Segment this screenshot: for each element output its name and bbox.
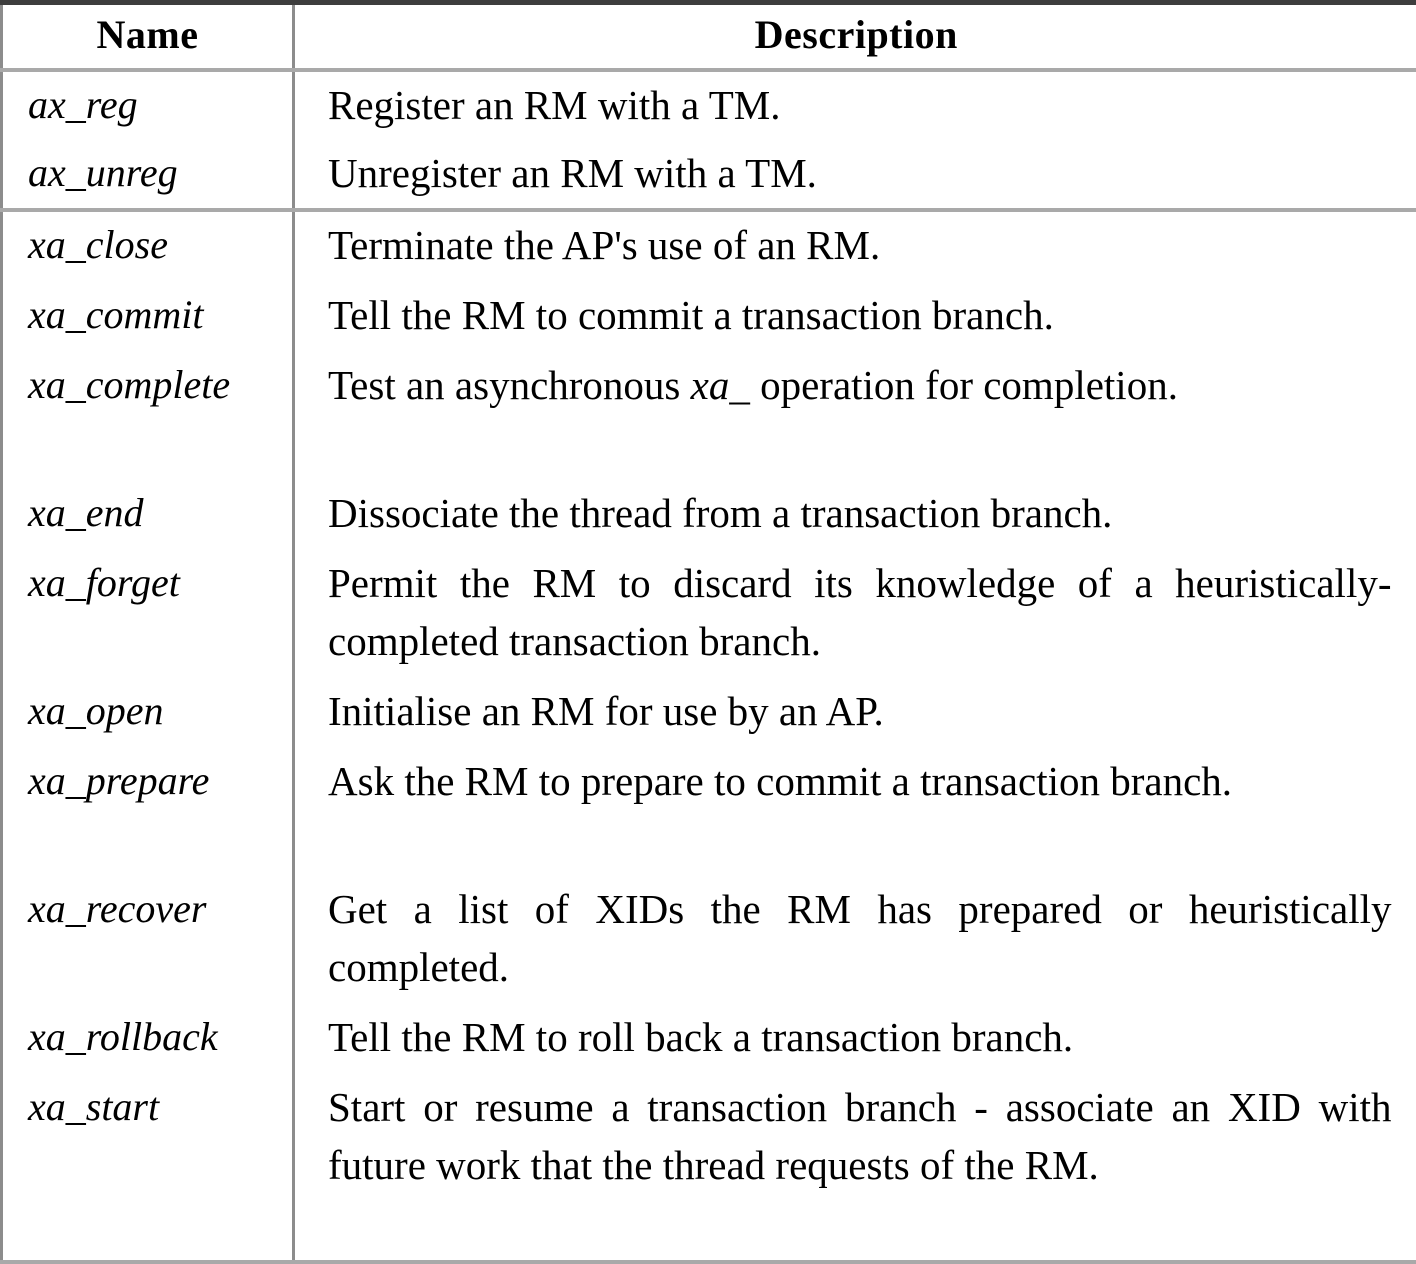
row-description-xa-open: Initialise an RM for use by an AP. [294, 678, 1416, 748]
description-text-italic: xa_ [691, 362, 750, 408]
row-name-xa-forget: xa_forget [2, 550, 294, 678]
row-description-ax-reg: Register an RM with a TM. [294, 70, 1416, 140]
row-description-xa-recover: Get a list of XIDs the RM has prepared o… [294, 876, 1416, 1004]
table-row: xa_open Initialise an RM for use by an A… [2, 678, 1416, 748]
table-row: ax_reg Register an RM with a TM. [2, 70, 1416, 140]
table-row: xa_recover Get a list of XIDs the RM has… [2, 876, 1416, 1004]
row-name-xa-end: xa_end [2, 480, 294, 550]
row-description-ax-unreg: Unregister an RM with a TM. [294, 140, 1416, 210]
row-name-xa-recover: xa_recover [2, 876, 294, 1004]
description-text-pre: Test an asynchronous [328, 362, 691, 408]
row-description-xa-prepare: Ask the RM to prepare to commit a transa… [294, 748, 1416, 876]
table-row: xa_complete Test an asynchronous xa_ ope… [2, 352, 1416, 480]
table-row: ax_unreg Unregister an RM with a TM. [2, 140, 1416, 210]
row-description-xa-commit: Tell the RM to commit a transaction bran… [294, 282, 1416, 352]
row-description-xa-complete: Test an asynchronous xa_ operation for c… [294, 352, 1416, 480]
row-description-xa-start: Start or resume a transaction branch - a… [294, 1074, 1416, 1262]
table-row: xa_prepare Ask the RM to prepare to comm… [2, 748, 1416, 876]
row-description-xa-rollback: Tell the RM to roll back a transaction b… [294, 1004, 1416, 1074]
row-name-ax-reg: ax_reg [2, 70, 294, 140]
table-body-xa-group: xa_close Terminate the AP's use of an RM… [2, 210, 1416, 1262]
row-name-xa-complete: xa_complete [2, 352, 294, 480]
row-name-ax-unreg: ax_unreg [2, 140, 294, 210]
table-row: xa_close Terminate the AP's use of an RM… [2, 210, 1416, 282]
table-row: xa_end Dissociate the thread from a tran… [2, 480, 1416, 550]
header-row: Name Description [2, 3, 1416, 71]
column-header-description: Description [294, 3, 1416, 71]
table-container: Name Description ax_reg Register an RM w… [0, 0, 1416, 1210]
table-row: xa_forget Permit the RM to discard its k… [2, 550, 1416, 678]
row-name-xa-prepare: xa_prepare [2, 748, 294, 876]
row-description-xa-end: Dissociate the thread from a transaction… [294, 480, 1416, 550]
table-row: xa_rollback Tell the RM to roll back a t… [2, 1004, 1416, 1074]
row-name-xa-rollback: xa_rollback [2, 1004, 294, 1074]
row-name-xa-open: xa_open [2, 678, 294, 748]
row-name-xa-start: xa_start [2, 1074, 294, 1262]
row-name-xa-commit: xa_commit [2, 282, 294, 352]
row-name-xa-close: xa_close [2, 210, 294, 282]
row-description-xa-forget: Permit the RM to discard its knowledge o… [294, 550, 1416, 678]
table-row: xa_commit Tell the RM to commit a transa… [2, 282, 1416, 352]
table-row: xa_start Start or resume a transaction b… [2, 1074, 1416, 1262]
table-body-ax-group: ax_reg Register an RM with a TM. ax_unre… [2, 70, 1416, 210]
row-description-xa-close: Terminate the AP's use of an RM. [294, 210, 1416, 282]
table-header: Name Description [2, 3, 1416, 71]
description-text-post: operation for completion. [750, 362, 1178, 408]
column-header-name: Name [2, 3, 294, 71]
